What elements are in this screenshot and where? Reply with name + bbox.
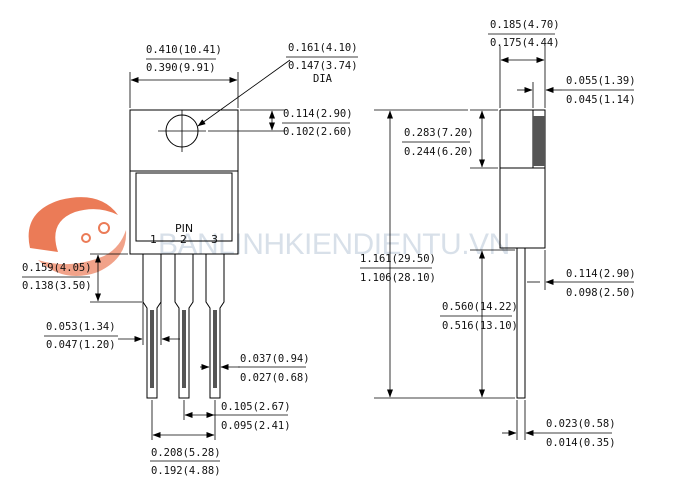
watermark-logo-icon (28, 197, 127, 276)
dim-lead-width-min: 0.027(0.68) (240, 372, 310, 384)
dim-lead-width-wide-min: 0.047(1.20) (46, 339, 116, 351)
pin-number-1: 1 (150, 233, 157, 246)
body-outline (129, 170, 239, 255)
dim-lead-span-min: 0.192(4.88) (151, 465, 221, 477)
dim-body-thickness-max: 0.185(4.70) (490, 19, 560, 31)
dim-lead-thickness-min: 0.014(0.35) (546, 437, 616, 449)
lead-1 (142, 254, 162, 399)
dim-lead-offset-max: 0.114(2.90) (566, 268, 636, 280)
side-view: 0.185(4.70) 0.175(4.44) 0.055(1.39) 0.04… (360, 19, 636, 449)
dim-lead-length-min: 0.516(13.10) (442, 320, 518, 332)
watermark: BANLINHKIENDIENTU.VN (28, 197, 510, 276)
dim-body-thickness-min: 0.175(4.44) (490, 37, 560, 49)
lead-2 (174, 254, 194, 399)
dim-hole-dia-label: DIA (313, 73, 333, 85)
dim-lead-width-wide-max: 0.053(1.34) (46, 321, 116, 333)
side-body-profile (499, 110, 546, 249)
dim-overall-length-min: 1.106(28.10) (360, 272, 436, 284)
dim-leader-hole-dia (197, 59, 291, 127)
watermark-text: BANLINHKIENDIENTU.VN (158, 228, 510, 261)
dim-hole-center-min: 0.102(2.60) (283, 126, 353, 138)
lead-3 (205, 254, 225, 399)
pin-number-2: 2 (180, 233, 187, 246)
tab-outline (129, 109, 239, 172)
pin-number-3: 3 (211, 233, 218, 246)
dim-lead-offset-min: 0.098(2.50) (566, 287, 636, 299)
dim-lead-length-max: 0.560(14.22) (442, 301, 518, 313)
dim-tab-thickness-min: 0.045(1.14) (566, 94, 636, 106)
pin-header: PIN (175, 222, 193, 235)
dim-lead-pitch-max: 0.105(2.67) (221, 401, 291, 413)
front-view: PIN 1 2 3 0.410(10.41) 0.390(9.91) 0.161… (22, 42, 358, 477)
dim-lead-thickness-max: 0.023(0.58) (546, 418, 616, 430)
dim-tab-thickness-max: 0.055(1.39) (566, 75, 636, 87)
dim-tab-length-max: 0.283(7.20) (404, 127, 474, 139)
side-lead (516, 248, 526, 399)
dim-lead-width-max: 0.037(0.94) (240, 353, 310, 365)
die-window (135, 172, 233, 242)
dim-overall-width-min: 0.390(9.91) (146, 62, 216, 74)
dim-lead-shoulder-min: 0.138(3.50) (22, 280, 92, 292)
dim-overall-length-max: 1.161(29.50) (360, 253, 436, 265)
dim-lead-span-max: 0.208(5.28) (151, 447, 221, 459)
dim-hole-dia-max: 0.161(4.10) (288, 42, 358, 54)
dim-tab-length-min: 0.244(6.20) (404, 146, 474, 158)
dim-hole-center-max: 0.114(2.90) (283, 108, 353, 120)
dim-lead-shoulder-max: 0.159(4.05) (22, 262, 92, 274)
dim-lead-pitch-min: 0.095(2.41) (221, 420, 291, 432)
dim-hole-dia-min: 0.147(3.74) (288, 60, 358, 72)
side-tab-shading (533, 116, 545, 166)
dim-overall-width-max: 0.410(10.41) (146, 44, 222, 56)
